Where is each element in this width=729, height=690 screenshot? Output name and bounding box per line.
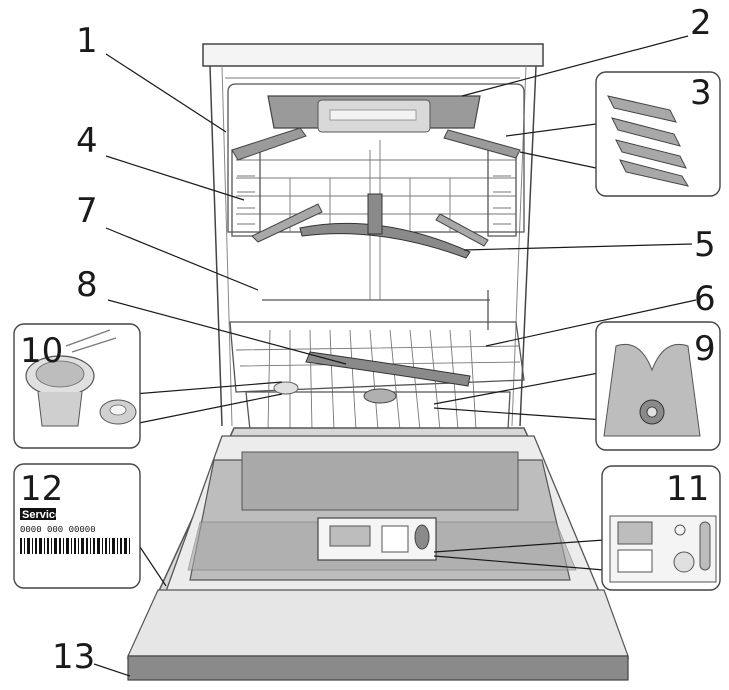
- tub-filter: [273, 381, 299, 395]
- inset-rating-label: [13, 463, 141, 589]
- callout-12: 12: [20, 469, 63, 509]
- lower-rack: [229, 290, 525, 431]
- callout-11: 11: [666, 469, 709, 509]
- inset-dispenser-detail: [601, 465, 721, 591]
- callout-10: 10: [20, 331, 63, 371]
- callout-1: 1: [76, 21, 98, 61]
- callout-3: 3: [690, 73, 712, 113]
- dishwasher-cabinet: [202, 43, 544, 427]
- service-label: Service:: [22, 509, 65, 521]
- upper-spray-arm: [251, 193, 489, 259]
- service-number: 0000 000 00000: [20, 525, 96, 535]
- callout-4: 4: [76, 121, 98, 161]
- lower-spray-arm: [305, 351, 471, 404]
- callout-5: 5: [694, 225, 716, 265]
- barcode: [20, 538, 130, 554]
- callout-13: 13: [52, 637, 95, 677]
- inset-filters: [13, 323, 141, 449]
- callout-2: 2: [690, 3, 712, 43]
- callout-6: 6: [694, 279, 716, 319]
- leader-lines: [93, 35, 697, 677]
- detergent-dispenser: [317, 517, 437, 561]
- callout-9: 9: [694, 329, 716, 369]
- top-spray-unit: [267, 95, 481, 133]
- callout-8: 8: [76, 265, 98, 305]
- upper-rack: [227, 83, 525, 300]
- inset-spray-connector: [595, 321, 721, 451]
- callout-7: 7: [76, 191, 98, 231]
- inset-cup-shelves: [595, 71, 721, 197]
